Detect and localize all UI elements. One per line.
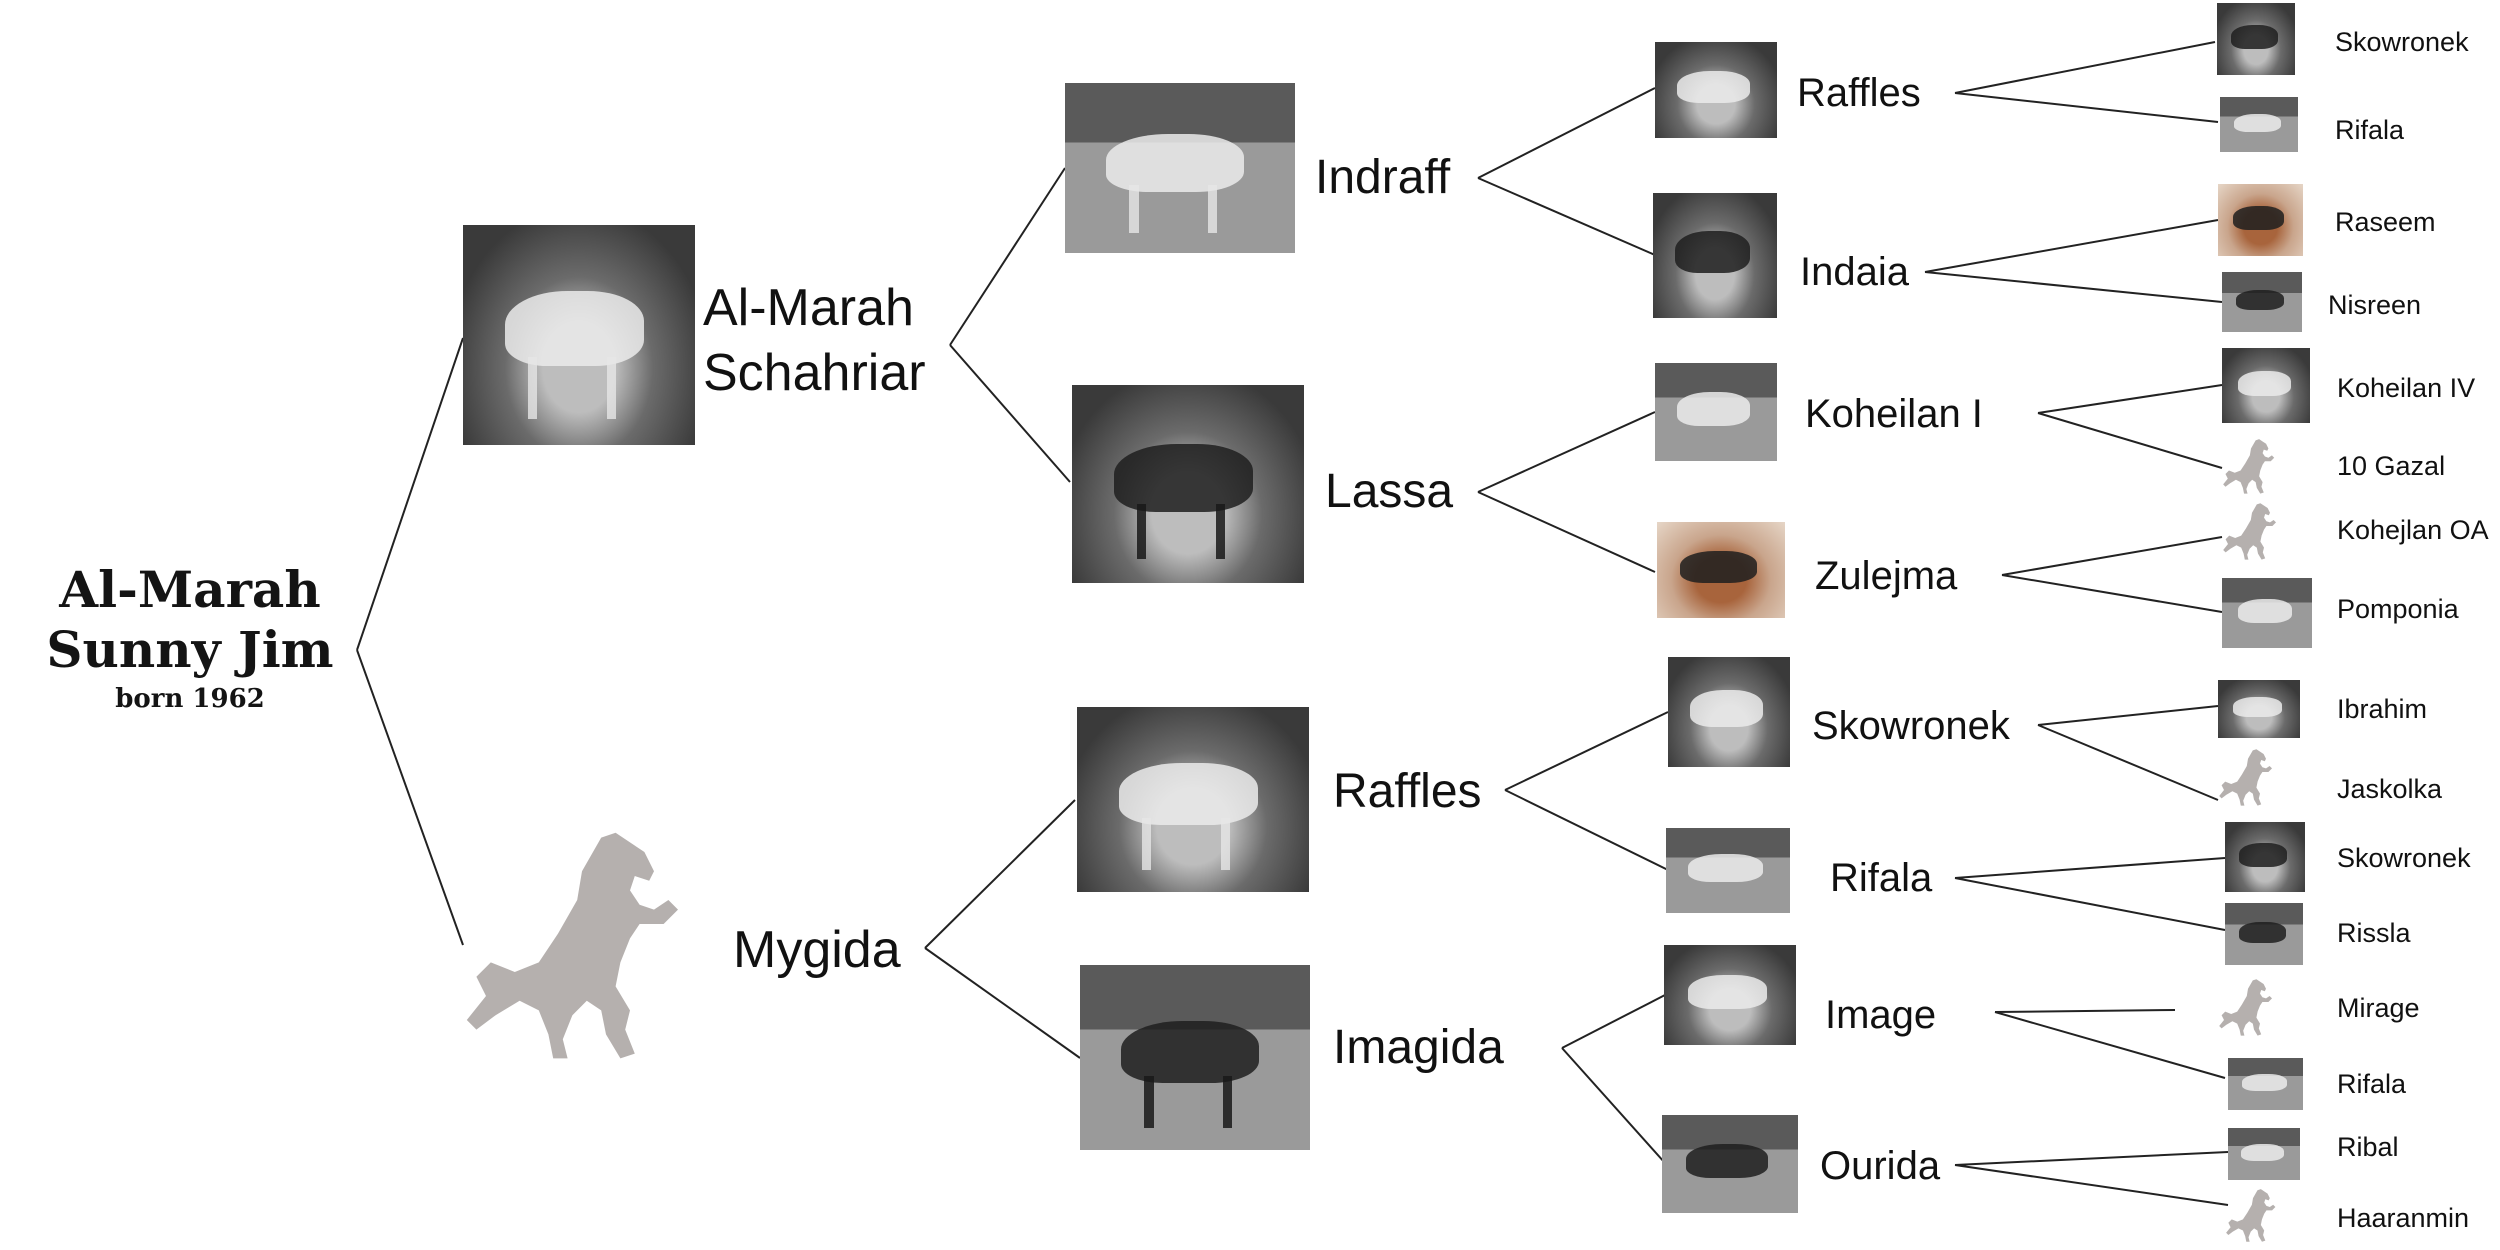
horse-photo — [1655, 363, 1777, 461]
rearing-horse-silhouette-icon — [2225, 1188, 2281, 1244]
sire-name-line2: Schahriar — [703, 344, 926, 402]
horse-photo — [2222, 578, 2312, 648]
gen4-label: Ribal — [2337, 1132, 2399, 1162]
gen4-label: Rissla — [2337, 918, 2411, 948]
gen4-label: Rifala — [2335, 115, 2405, 145]
horse-photo — [2225, 903, 2303, 965]
gen4-label: Pomponia — [2337, 594, 2459, 624]
rearing-horse-silhouette-icon — [2222, 438, 2280, 496]
horse-photo — [2218, 680, 2300, 738]
gen4-label: Mirage — [2337, 993, 2420, 1023]
gen4-label: Ibrahim — [2337, 694, 2428, 724]
gen3-label: Rifala — [1830, 856, 1933, 900]
gen3-label: Indaia — [1800, 250, 1909, 294]
gen3-label: Zulejma — [1815, 554, 1958, 598]
gen4-label: Raseem — [2335, 207, 2436, 237]
sire-label: Al-Marah Schahriar — [703, 276, 926, 406]
gen3-label: Ourida — [1820, 1144, 1941, 1188]
horse-photo — [2222, 272, 2302, 332]
horse-photo — [1653, 193, 1777, 318]
gen4-label: Koheilan IV — [2337, 373, 2476, 403]
gen2-label: Imagida — [1333, 1021, 1504, 1074]
horse-photo — [1666, 828, 1790, 913]
horse-photo — [1655, 42, 1777, 138]
subject-born: born 1962 — [115, 684, 265, 714]
rearing-horse-silhouette-icon — [2218, 748, 2278, 808]
dam-label: Mygida — [733, 921, 901, 979]
gen4-label: Skowronek — [2337, 843, 2471, 873]
horse-photo — [1668, 657, 1790, 767]
subject-horse: Al-Marah Sunny Jim born 1962 — [46, 560, 333, 714]
gen4-label: 10 Gazal — [2337, 451, 2446, 481]
gen3-label: Image — [1825, 993, 1937, 1037]
horse-photo — [1065, 83, 1295, 253]
horse-photo — [2218, 184, 2303, 256]
gen4-label: Kohejlan OA — [2337, 515, 2489, 545]
horse-photo — [1657, 522, 1785, 618]
subject-name-line2: Sunny Jim — [46, 620, 334, 679]
rearing-horse-silhouette-icon — [462, 823, 702, 1073]
rearing-horse-silhouette-icon — [2222, 502, 2282, 562]
gen4-label: Nisreen — [2328, 290, 2422, 320]
gen4-label: Skowronek — [2335, 27, 2469, 57]
horse-photo — [1077, 707, 1309, 892]
gen3-label: Raffles — [1797, 71, 1921, 115]
subject-name-line1: Al-Marah — [59, 560, 321, 619]
horse-photo — [1664, 945, 1796, 1045]
sire-name-line1: Al-Marah — [703, 279, 914, 337]
gen2-label: Lassa — [1325, 465, 1454, 518]
gen3-label: Skowronek — [1812, 704, 2010, 748]
gen2-label: Raffles — [1333, 765, 1482, 818]
gen3-label: Koheilan I — [1805, 392, 1983, 436]
horse-photo — [2228, 1128, 2300, 1180]
gen4-label: Jaskolka — [2337, 774, 2443, 804]
horse-photo — [1662, 1115, 1798, 1213]
horse-photo — [2220, 97, 2298, 152]
horse-photo — [1072, 385, 1304, 583]
gen4-label: Haaranmin — [2337, 1203, 2470, 1233]
horse-photo — [463, 225, 695, 445]
horse-photo — [2217, 3, 2295, 75]
gen4-label: Rifala — [2337, 1069, 2407, 1099]
gen2-label: Indraff — [1315, 151, 1451, 204]
horse-photo — [2225, 822, 2305, 892]
rearing-horse-silhouette-icon — [2218, 978, 2278, 1038]
horse-photo — [2222, 348, 2310, 423]
horse-photo — [1080, 965, 1310, 1150]
horse-photo — [2228, 1058, 2303, 1110]
